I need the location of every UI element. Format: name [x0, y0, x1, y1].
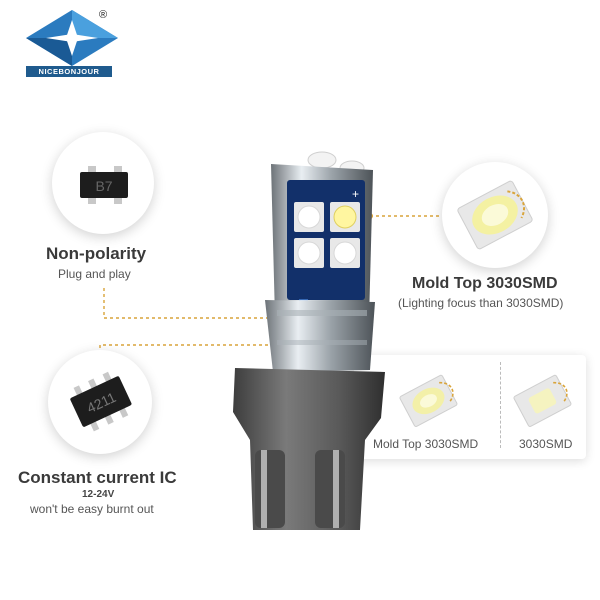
mold-top-subtitle: (Lighting focus than 3030SMD) — [398, 296, 564, 310]
ic-chip-icon: 4211 — [70, 371, 132, 432]
standard-led-small-icon — [513, 374, 572, 427]
ic-chip-circle: 4211 — [48, 350, 152, 454]
bridge-chip-circle: B7 — [52, 132, 154, 234]
pcb-plus-mark: + — [352, 187, 359, 201]
non-polarity-title: Non-polarity — [46, 244, 147, 263]
voltage-range: 12-24V — [82, 489, 115, 500]
brand-logo — [26, 10, 118, 66]
constant-current-subtitle: won't be easy burnt out — [30, 502, 154, 516]
bridge-chip-label: B7 — [95, 178, 112, 194]
mold-top-led-icon — [457, 180, 533, 250]
non-polarity-subtitle: Plug and play — [58, 267, 131, 281]
pcb-minus-mark: — — [299, 294, 308, 304]
led-chip-grid — [294, 202, 360, 268]
comparison-divider — [500, 362, 502, 448]
comparison-left-label: Mold Top 3030SMD — [373, 437, 479, 451]
comparison-right-label: 3030SMD — [519, 437, 573, 451]
registered-mark: ® — [99, 9, 108, 21]
constant-current-title: Constant current IC — [18, 468, 177, 487]
led-bulb-image: + — — [233, 151, 385, 530]
bridge-chip-icon: B7 — [80, 166, 128, 204]
mold-top-led-small-icon — [399, 374, 458, 427]
mold-top-title: Mold Top 3030SMD — [412, 275, 558, 292]
mold-top-circle — [442, 162, 548, 268]
brand-name: NICEBONJOUR — [26, 66, 112, 77]
